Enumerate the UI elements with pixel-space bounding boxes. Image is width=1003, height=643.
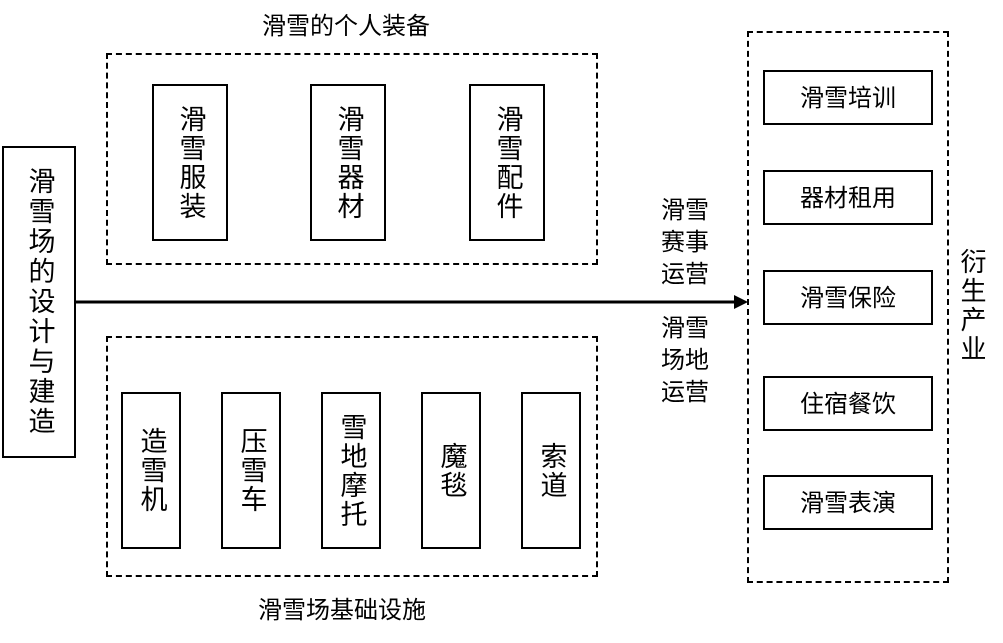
derived-industries-title: 衍生产业 <box>956 248 986 364</box>
infra-item-cableway: 索道 <box>521 392 581 549</box>
infra-item-label: 压雪车 <box>235 427 267 514</box>
derived-item-lodging: 住宿餐饮 <box>763 376 933 431</box>
venue-operation-label: 滑雪 场地 运营 <box>661 314 709 406</box>
infra-item-snowmaker: 造雪机 <box>121 392 181 549</box>
derived-item-label: 滑雪表演 <box>800 488 896 517</box>
infra-item-snowmobile: 雪地摩托 <box>321 392 381 549</box>
personal-item-clothing: 滑雪服装 <box>152 84 228 241</box>
design-construction-label: 滑雪场的设计与建造 <box>23 167 55 437</box>
infra-item-magic-carpet: 魔毯 <box>421 392 481 549</box>
event-operation-label: 滑雪 赛事 运营 <box>661 196 709 288</box>
derived-item-label: 器材租用 <box>800 183 896 212</box>
personal-item-accessories: 滑雪配件 <box>469 84 545 241</box>
personal-item-equipment: 滑雪器材 <box>310 84 386 241</box>
personal-equipment-group <box>106 53 598 265</box>
derived-item-label: 住宿餐饮 <box>800 389 896 418</box>
derived-item-show: 滑雪表演 <box>763 475 933 530</box>
personal-item-label: 滑雪器材 <box>332 104 364 221</box>
derived-item-rental: 器材租用 <box>763 170 933 225</box>
infra-item-label: 造雪机 <box>135 427 167 514</box>
derived-item-insurance: 滑雪保险 <box>763 270 933 325</box>
personal-equipment-title: 滑雪的个人装备 <box>262 12 430 40</box>
design-construction-box: 滑雪场的设计与建造 <box>2 146 76 458</box>
infrastructure-group <box>106 336 598 577</box>
derived-item-training: 滑雪培训 <box>763 70 933 125</box>
derived-item-label: 滑雪培训 <box>800 83 896 112</box>
infra-item-label: 索道 <box>535 441 567 500</box>
infra-item-label: 雪地摩托 <box>335 412 367 529</box>
derived-industries-group <box>747 31 949 583</box>
infra-item-groomer: 压雪车 <box>221 392 281 549</box>
derived-item-label: 滑雪保险 <box>800 283 896 312</box>
personal-item-label: 滑雪配件 <box>491 104 523 221</box>
personal-item-label: 滑雪服装 <box>174 104 206 221</box>
infrastructure-title: 滑雪场基础设施 <box>258 596 426 624</box>
infra-item-label: 魔毯 <box>435 441 467 500</box>
